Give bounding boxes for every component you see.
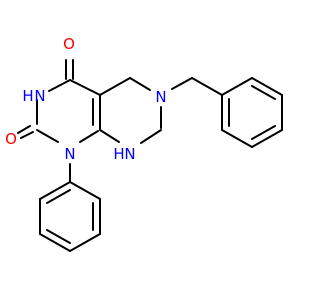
atom-nitrogen-phenyl: N: [64, 145, 75, 163]
bond-ph-inner-2: [46, 229, 71, 244]
atom-labels: O O N H N N N H: [5, 35, 167, 163]
atom-hydrogen-amine: H: [113, 145, 124, 163]
bond-c2-o-left: [20, 131, 34, 139]
atom-nitrogen-benzyl: N: [155, 88, 166, 106]
bond-c7-n8: [140, 129, 162, 144]
bond-bn-c2-c3: [251, 77, 283, 96]
bond-ph-inner-3: [46, 189, 71, 204]
atom-oxygen-top: O: [63, 35, 75, 53]
bond-n8-c8a: [99, 129, 120, 143]
bond-bn-inner-1: [251, 85, 276, 100]
chemical-structure-diagram: O O N H N N N H: [5, 35, 283, 252]
atom-nitrogen-amine: N: [124, 145, 135, 163]
bond-bn-inner-2: [251, 125, 276, 140]
bond-ph-c3-c4: [69, 233, 101, 252]
structure-canvas: O O N H N N N H: [5, 35, 283, 252]
bond-ph-c6-c1: [39, 181, 71, 200]
bond-ph-c4-c5: [39, 233, 71, 252]
bond-c4-n3: [48, 79, 71, 92]
bond-bn-c5-c6: [221, 129, 253, 148]
bond-ph-c1-c2: [69, 181, 101, 200]
atom-oxygen-left: O: [5, 130, 17, 148]
bonds: [17, 59, 283, 252]
bond-ch2-ipso: [191, 77, 223, 96]
atom-nitrogen-imide: N: [34, 87, 45, 105]
bond-n6-ch2: [171, 77, 193, 90]
bond-c4a-c4: [69, 79, 101, 96]
bond-n1-c8a: [79, 130, 99, 143]
bond-c2-o-left-double: [17, 125, 31, 134]
bond-bn-c1-c2: [221, 77, 253, 96]
bond-c2-n1: [36, 129, 59, 143]
atom-hydrogen-imide: H: [22, 87, 33, 105]
bond-c4a-c5: [99, 77, 131, 96]
bond-c5-n6: [129, 77, 151, 91]
bond-bn-c4-c5: [251, 129, 283, 148]
